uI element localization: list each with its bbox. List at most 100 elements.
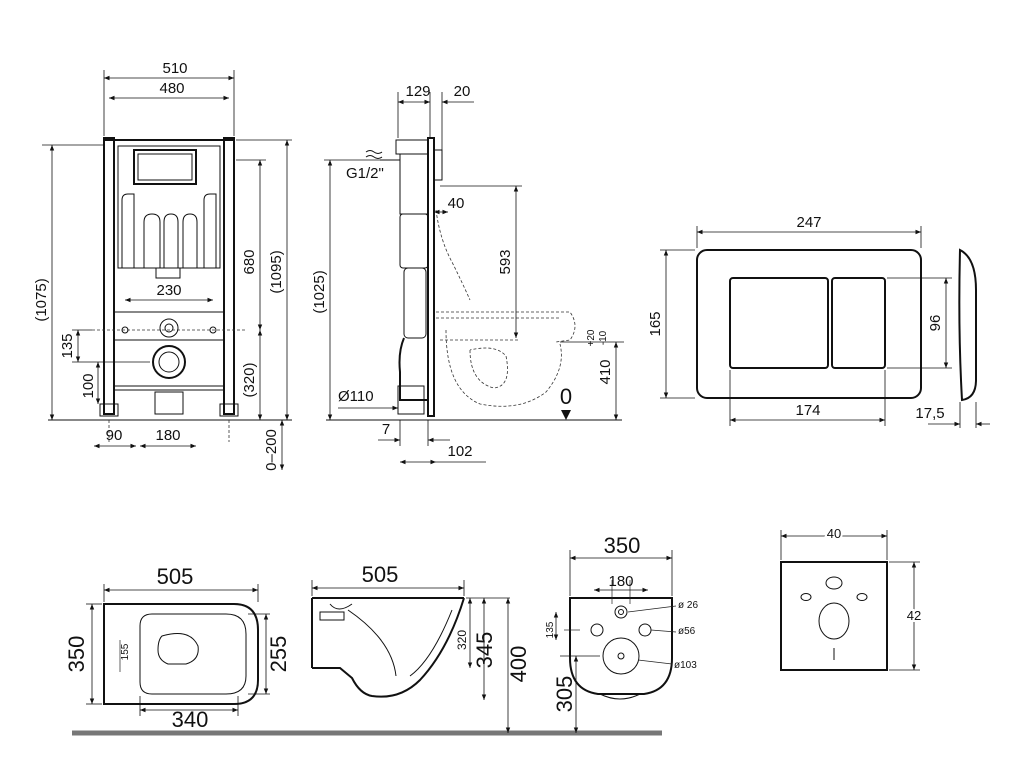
bowl-rear-width-label: 350: [604, 533, 641, 558]
dim-135-label: 135: [59, 333, 76, 358]
cistern-rib: [203, 193, 217, 268]
dim-adjust-label: 0–200: [263, 429, 280, 471]
dim-593-label: 593: [497, 249, 514, 274]
bowl-side-345-label: 345: [472, 632, 497, 669]
drain-pipe-inner: [158, 351, 180, 373]
leader-line: [637, 659, 673, 665]
dim-width-outer-label: 510: [162, 60, 187, 77]
dim-20-label: 20: [454, 83, 471, 100]
side-frame-post: [427, 137, 435, 417]
flush-button-small: [831, 277, 886, 369]
sound-pad-bolt-hole: [856, 593, 868, 601]
bowl-side-trap: [347, 609, 397, 677]
water-inlet: [159, 318, 179, 338]
tolerance-plus-label: +20: [586, 329, 597, 346]
bowl-rear-305-label: 305: [552, 676, 577, 713]
dim-180-label: 180: [155, 427, 180, 444]
bowl-top-rim: [139, 613, 247, 695]
drain-pipe: [152, 345, 186, 379]
dim-1025-label: (1025): [311, 270, 328, 313]
rear-bolt-hole: [638, 623, 652, 637]
cistern-outlet: [155, 267, 181, 279]
tolerance-minus-label: -10: [598, 330, 609, 345]
bowl-top-view: 155 505 350 255 340: [64, 564, 662, 736]
frame-foot: [99, 403, 119, 417]
frame-left-post: [103, 137, 115, 415]
frame-foot: [219, 403, 239, 417]
mounting-bolt: [209, 326, 217, 334]
zero-level-label: 0: [560, 384, 572, 409]
dim-230-label: 230: [156, 282, 181, 299]
side-drain-connector: [397, 385, 425, 415]
dim-40-label: 40: [448, 195, 465, 212]
plate-height-label: 165: [647, 311, 664, 336]
side-flush-plate: [433, 149, 443, 181]
frame-side-view: 129 20 G1/2" (1025) 40 593 Ø110 0 410 +2…: [311, 83, 624, 465]
bowl-dashed-outline: [469, 347, 508, 389]
sound-pad-outline: [780, 561, 888, 671]
side-drain-bend: [398, 337, 429, 401]
dim-410-label: 410: [597, 359, 614, 384]
water-inlet-symbol: [365, 150, 383, 159]
bowl-rear-103-label: ø103: [674, 660, 697, 671]
sound-pad-inlet-hole: [825, 576, 843, 590]
bowl-rear-outline: [569, 597, 673, 695]
rear-outlet-hole: [602, 637, 640, 675]
bowl-rear-bolt-spacing-label: 180: [608, 573, 633, 590]
bowl-dashed-outline: [436, 311, 576, 343]
dim-7-label: 7: [382, 421, 390, 438]
flush-button-large: [729, 277, 829, 369]
plate-width-label: 247: [796, 214, 821, 231]
thread-label: G1/2": [346, 165, 384, 182]
plate-button-height-label: 96: [927, 315, 944, 332]
bowl-side-length-label: 505: [362, 562, 399, 587]
frame-right-post: [223, 137, 235, 415]
rear-bolt-hole: [590, 623, 604, 637]
dim-90-label: 90: [106, 427, 123, 444]
plate-depth-label: 17,5: [915, 405, 944, 422]
side-cistern-lower: [399, 213, 429, 269]
rear-outlet-core: [617, 652, 625, 660]
side-cistern-top: [395, 139, 429, 155]
zero-level-marker: [561, 410, 571, 420]
flush-plate-side-profile: [958, 248, 977, 402]
sound-pad-outlet-hole: [818, 602, 850, 640]
dim-110-label: Ø110: [338, 388, 374, 405]
cistern-rib: [143, 213, 161, 268]
bowl-top-seat-label: 340: [172, 707, 209, 732]
dim-width-inner-label: 480: [159, 80, 184, 97]
cistern-rib: [163, 213, 179, 268]
dim-102-label: 102: [447, 443, 472, 460]
bowl-top-dim-155: 155: [120, 643, 131, 660]
dim-1095-label: (1095): [268, 250, 285, 293]
bowl-side-inlet: [319, 611, 345, 621]
side-cistern-upper: [399, 153, 429, 215]
flush-plate-view: 247 165 96 174 17,5: [647, 214, 990, 428]
flush-plate-outline: [696, 249, 922, 399]
rear-inlet-hole: [614, 605, 628, 619]
sound-pad-height-label: 42: [907, 608, 921, 623]
sound-pad-bolt-hole: [800, 593, 812, 601]
frame-front-view: 510 480 (1075) 680 (1095) (320) 230 135 …: [33, 60, 292, 471]
bowl-side-400-label: 400: [506, 646, 531, 683]
bowl-top-outline: [103, 603, 259, 705]
dim-129-label: 129: [405, 83, 430, 100]
bowl-rear-135-label: 135: [545, 621, 556, 638]
cistern-rib: [182, 213, 198, 268]
bowl-top-basin: [157, 633, 199, 665]
bowl-side-view: 505 320 345 400: [311, 562, 531, 733]
drain-connector: [154, 391, 184, 415]
bowl-dashed-outline: [445, 329, 562, 407]
cistern-service-opening: [133, 149, 197, 185]
cistern-service-opening-inner: [137, 153, 193, 181]
bowl-dashed-outline: [435, 209, 471, 301]
bowl-side-320-label: 320: [455, 630, 469, 650]
water-inlet-core: [164, 323, 174, 333]
leader-line: [650, 629, 677, 633]
leader-line: [627, 605, 677, 613]
plate-buttons-width-label: 174: [795, 402, 820, 419]
bowl-rear-56-label: ø56: [678, 626, 696, 637]
bowl-rear-26-label: ø 26: [678, 600, 698, 611]
dim-height-left-label: (1075): [33, 278, 50, 321]
cistern-rib: [121, 193, 135, 268]
